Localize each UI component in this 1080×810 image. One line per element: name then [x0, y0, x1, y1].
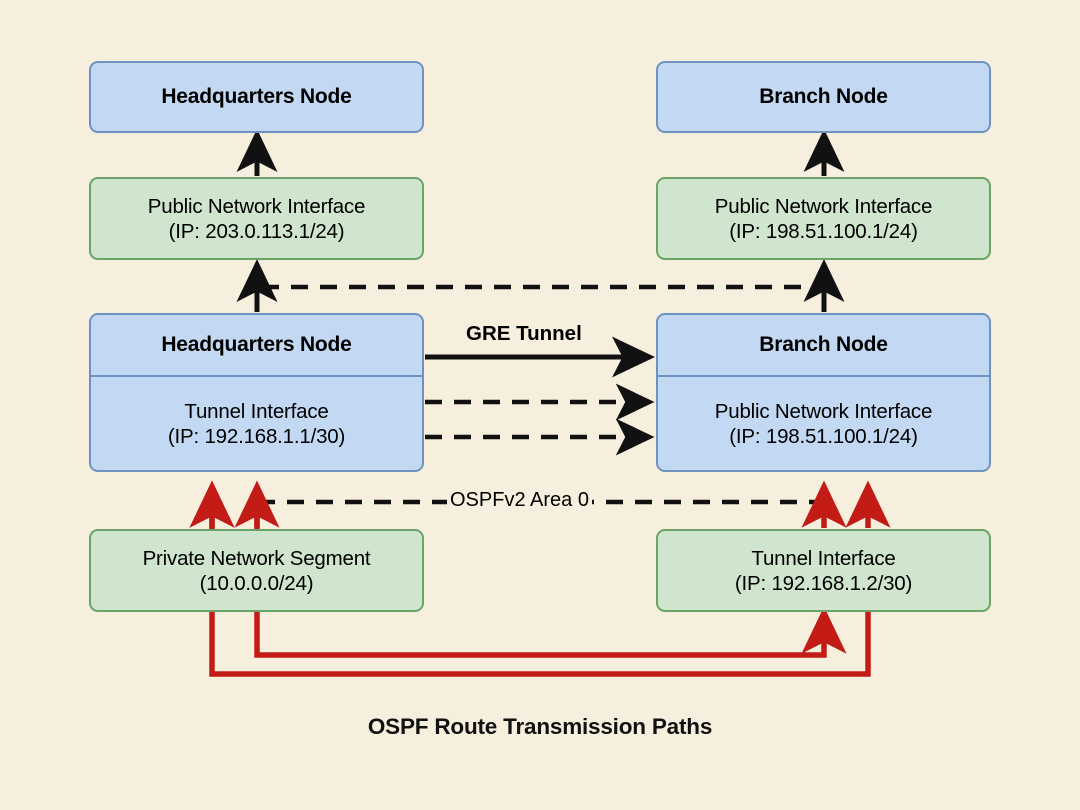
node-hq-node-top-title: Headquarters Node — [161, 85, 352, 109]
node-hq-private-segment[interactable]: Private Network Segment (10.0.0.0/24) — [89, 529, 424, 612]
node-hq-router-sub-line2: (IP: 192.168.1.1/30) — [167, 424, 346, 448]
node-hq-private-segment-line1: Private Network Segment — [142, 546, 371, 570]
node-branch-router[interactable]: Branch Node Public Network Interface (IP… — [656, 313, 991, 472]
node-hq-public-interface-line2: (IP: 203.0.113.1/24) — [168, 219, 345, 243]
node-hq-router-body: Tunnel Interface (IP: 192.168.1.1/30) — [91, 377, 422, 470]
node-branch-tunnel-interface[interactable]: Tunnel Interface (IP: 192.168.1.2/30) — [656, 529, 991, 612]
node-branch-node-top-title: Branch Node — [759, 85, 888, 109]
edge-label-gre-tunnel: GRE Tunnel — [466, 322, 582, 345]
node-branch-public-interface-line1: Public Network Interface — [714, 194, 933, 218]
edge-label-ospf-area: OSPFv2 Area 0 — [447, 489, 592, 512]
node-branch-public-interface[interactable]: Public Network Interface (IP: 198.51.100… — [656, 177, 991, 260]
node-branch-public-interface-line2: (IP: 198.51.100.1/24) — [729, 219, 918, 243]
node-hq-node-top[interactable]: Headquarters Node — [89, 61, 424, 133]
node-hq-router-sub-line1: Tunnel Interface — [184, 399, 329, 423]
node-branch-router-sub-line1: Public Network Interface — [714, 399, 933, 423]
node-branch-tunnel-interface-line1: Tunnel Interface — [751, 546, 896, 570]
node-hq-router-title: Headquarters Node — [161, 333, 352, 357]
node-hq-private-segment-line2: (10.0.0.0/24) — [199, 571, 314, 595]
node-branch-router-sub-line2: (IP: 198.51.100.1/24) — [729, 424, 918, 448]
diagram-caption: OSPF Route Transmission Paths — [367, 714, 713, 739]
node-hq-public-interface[interactable]: Public Network Interface (IP: 203.0.113.… — [89, 177, 424, 260]
node-hq-router-header: Headquarters Node — [91, 315, 422, 377]
node-hq-router[interactable]: Headquarters Node Tunnel Interface (IP: … — [89, 313, 424, 472]
node-branch-router-title: Branch Node — [759, 333, 888, 357]
node-branch-tunnel-interface-line2: (IP: 192.168.1.2/30) — [734, 571, 913, 595]
node-hq-public-interface-line1: Public Network Interface — [147, 194, 366, 218]
node-branch-router-header: Branch Node — [658, 315, 989, 377]
node-branch-router-body: Public Network Interface (IP: 198.51.100… — [658, 377, 989, 470]
node-branch-node-top[interactable]: Branch Node — [656, 61, 991, 133]
